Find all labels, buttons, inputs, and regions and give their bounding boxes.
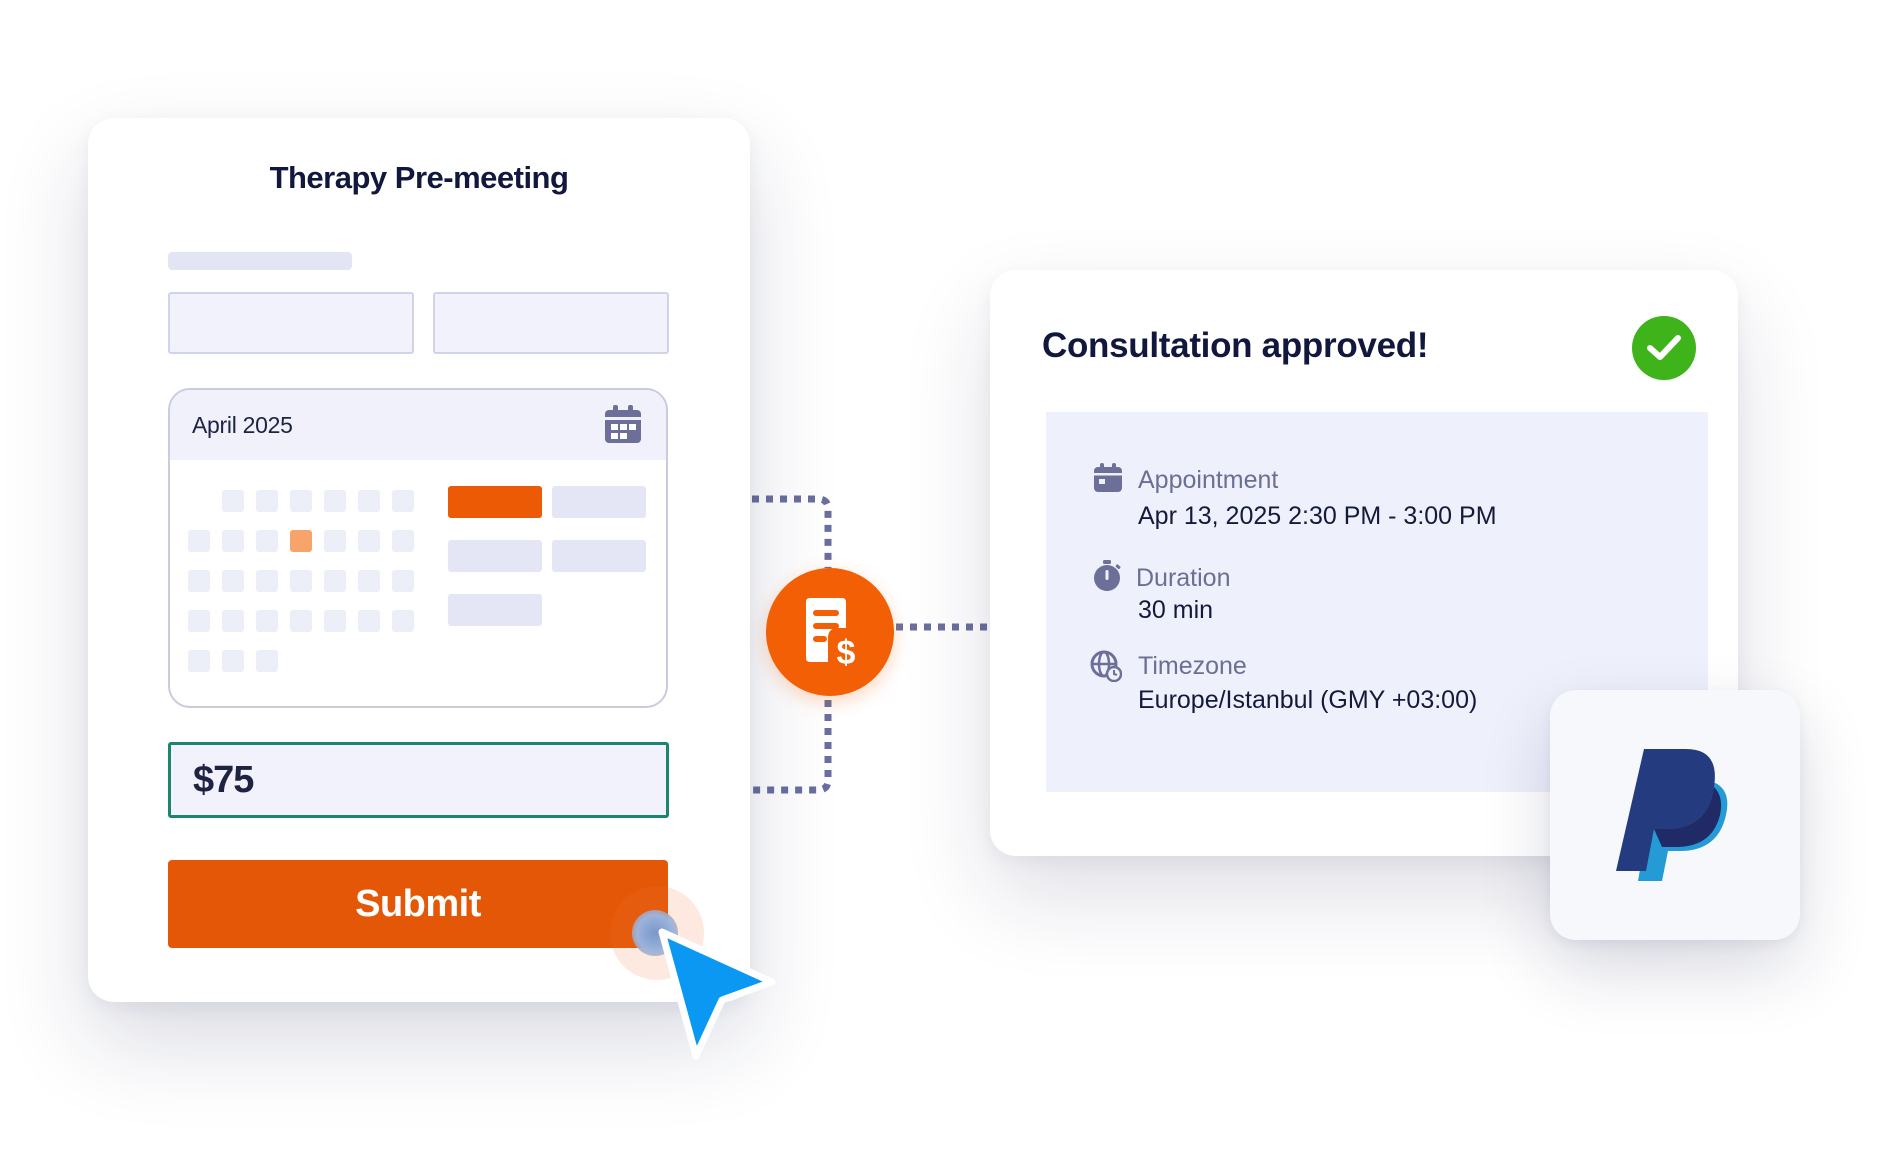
- duration-label: Duration: [1136, 564, 1231, 592]
- calendar-day[interactable]: [256, 490, 278, 512]
- calendar-month-label: April 2025: [192, 412, 293, 438]
- calendar-day[interactable]: [290, 570, 312, 592]
- first-name-input[interactable]: [168, 292, 414, 354]
- calendar-day[interactable]: [324, 570, 346, 592]
- paypal-logo-tile: [1550, 690, 1800, 940]
- calendar-day[interactable]: [392, 610, 414, 632]
- timezone-value: Europe/Istanbul (GMY +03:00): [1138, 686, 1478, 714]
- cursor-arrow-icon: [658, 928, 776, 1060]
- duration-value: 30 min: [1138, 596, 1214, 624]
- calendar-day[interactable]: [188, 530, 210, 552]
- calendar-day[interactable]: [358, 530, 380, 552]
- stopwatch-icon: [1094, 560, 1121, 591]
- paypal-logo-icon: [1616, 749, 1728, 881]
- calendar-header: April 2025: [170, 390, 666, 460]
- submit-button[interactable]: Submit: [168, 860, 668, 948]
- appointment-label: Appointment: [1138, 466, 1279, 494]
- calendar-day[interactable]: [290, 490, 312, 512]
- time-slot[interactable]: [448, 594, 542, 626]
- calendar-day[interactable]: [188, 650, 210, 672]
- calendar-day[interactable]: [392, 530, 414, 552]
- calendar-day[interactable]: [222, 610, 244, 632]
- calendar-day[interactable]: [256, 650, 278, 672]
- calendar-day[interactable]: [358, 570, 380, 592]
- field-label-placeholder: [168, 252, 352, 270]
- invoice-dollar-icon: $: [806, 598, 856, 666]
- calendar-icon[interactable]: [602, 404, 644, 446]
- booking-form-card: Therapy Pre-meeting April 2025 $75 Submi…: [88, 118, 750, 1002]
- calendar-day[interactable]: [256, 610, 278, 632]
- calendar-day[interactable]: [222, 650, 244, 672]
- calendar-day[interactable]: [222, 570, 244, 592]
- time-slot[interactable]: [552, 486, 646, 518]
- globe-clock-icon: [1090, 650, 1122, 682]
- calendar-day[interactable]: [188, 570, 210, 592]
- form-title: Therapy Pre-meeting: [269, 160, 569, 195]
- calendar-day[interactable]: [222, 530, 244, 552]
- calendar-icon: [1094, 463, 1122, 492]
- invoice-badge: $: [766, 568, 894, 696]
- time-slot[interactable]: [448, 486, 542, 518]
- calendar-day[interactable]: [188, 610, 210, 632]
- svg-text:$: $: [837, 634, 856, 666]
- calendar-day[interactable]: [324, 490, 346, 512]
- last-name-input[interactable]: [433, 292, 669, 354]
- calendar-day[interactable]: [324, 610, 346, 632]
- timezone-label: Timezone: [1138, 652, 1247, 680]
- time-slot[interactable]: [552, 540, 646, 572]
- appointment-value: Apr 13, 2025 2:30 PM - 3:00 PM: [1138, 502, 1497, 530]
- calendar-day[interactable]: [222, 490, 244, 512]
- calendar-day[interactable]: [358, 490, 380, 512]
- calendar-day[interactable]: [392, 570, 414, 592]
- calendar-day[interactable]: [324, 530, 346, 552]
- calendar-day[interactable]: [392, 490, 414, 512]
- calendar-day[interactable]: [256, 570, 278, 592]
- confirmation-title: Consultation approved!: [1042, 326, 1429, 365]
- calendar-day[interactable]: [290, 530, 312, 552]
- price-value: $75: [193, 759, 254, 801]
- calendar-day[interactable]: [256, 530, 278, 552]
- time-slot[interactable]: [448, 540, 542, 572]
- calendar-day[interactable]: [358, 610, 380, 632]
- check-icon: [1632, 316, 1696, 380]
- price-field[interactable]: $75: [168, 742, 669, 818]
- date-picker: April 2025: [168, 388, 668, 708]
- calendar-day[interactable]: [290, 610, 312, 632]
